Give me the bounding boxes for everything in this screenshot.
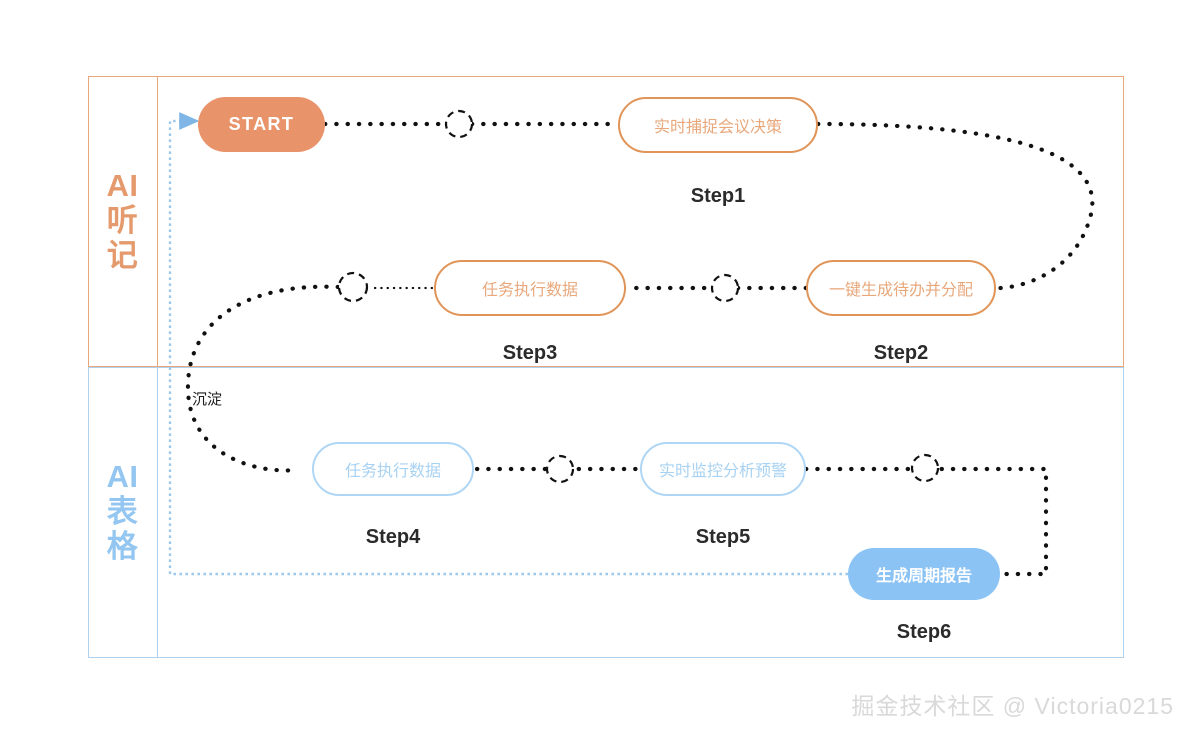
section-label-line: 听 xyxy=(106,203,139,239)
section-label-line: 表 xyxy=(106,494,139,530)
node-step4-label: 任务执行数据 xyxy=(344,463,441,480)
caption-step5: Step5 xyxy=(695,526,751,548)
node-step3[interactable]: 任务执行数据 xyxy=(434,260,626,316)
node-step1-label: 实时捕捉会议决策 xyxy=(653,119,782,136)
node-step3-label: 任务执行数据 xyxy=(481,282,578,299)
section-label-line: AI xyxy=(106,168,139,204)
section-panel-ai-listen xyxy=(88,76,1124,367)
path-marker-circle xyxy=(545,454,575,484)
path-marker-circle xyxy=(337,271,369,303)
caption-step4: Step4 xyxy=(365,526,421,548)
section-divider-bottom xyxy=(157,367,158,658)
node-step5-label: 实时监控分析预警 xyxy=(658,463,787,480)
node-step2[interactable]: 一键生成待办并分配 xyxy=(806,260,996,316)
node-start[interactable]: START xyxy=(198,97,325,152)
node-step5[interactable]: 实时监控分析预警 xyxy=(640,442,806,496)
section-divider-top xyxy=(157,76,158,367)
node-step6-label: 生成周期报告 xyxy=(875,568,972,585)
section-label-line: 格 xyxy=(106,528,139,564)
caption-step6: Step6 xyxy=(896,621,952,643)
path-marker-circle xyxy=(710,273,740,303)
section-label-line: 记 xyxy=(106,237,139,273)
node-start-label: START xyxy=(228,114,295,134)
watermark: 掘金技术社区 @ Victoria0215 xyxy=(851,693,1174,719)
section-label-line: AI xyxy=(106,459,139,495)
section-label-ai-table: AI 表 格 xyxy=(88,367,157,658)
caption-step1: Step1 xyxy=(690,185,746,207)
path-marker-circle xyxy=(910,453,940,483)
caption-step2: Step2 xyxy=(873,342,929,364)
node-step4[interactable]: 任务执行数据 xyxy=(312,442,474,496)
node-step6[interactable]: 生成周期报告 xyxy=(848,548,1000,600)
node-step1[interactable]: 实时捕捉会议决策 xyxy=(618,97,818,153)
path-step5-to-step6 xyxy=(803,466,1049,577)
node-step2-label: 一键生成待办并分配 xyxy=(828,282,973,299)
annotation-sediment: 沉淀 xyxy=(192,391,223,408)
path-marker-circle xyxy=(444,109,474,139)
section-panel-ai-table xyxy=(88,367,1124,658)
path-step1-to-step2 xyxy=(815,121,1095,291)
section-label-ai-listen: AI 听 记 xyxy=(88,76,157,367)
caption-step3: Step3 xyxy=(502,342,558,364)
path-step3-to-step4-sediment xyxy=(185,284,341,473)
